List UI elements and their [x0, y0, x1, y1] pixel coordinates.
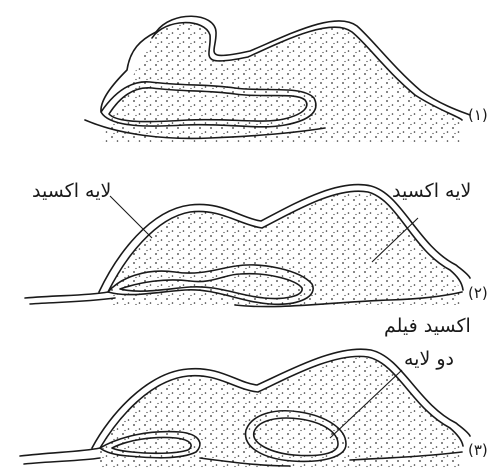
double-oxide-film-label-line2: دو لایه	[404, 348, 454, 370]
double-oxide-film-label-line1: اکسید فیلم	[384, 315, 471, 337]
oxide-layer-label-right: لایه اکسید	[392, 180, 471, 202]
stage-3-diagram	[20, 349, 470, 468]
step-1-label: (۱)	[468, 106, 488, 124]
stage-2-diagram	[25, 185, 470, 307]
stage-1-diagram	[85, 16, 470, 142]
stage-3-base-line	[24, 458, 100, 464]
step-3-label: (۳)	[468, 441, 488, 459]
stage-2-base-line	[30, 298, 115, 304]
stage-2-leader-left	[110, 196, 152, 238]
oxide-layer-label-left: لایه اکسید	[32, 180, 111, 202]
step-2-label: (۲)	[468, 284, 488, 302]
